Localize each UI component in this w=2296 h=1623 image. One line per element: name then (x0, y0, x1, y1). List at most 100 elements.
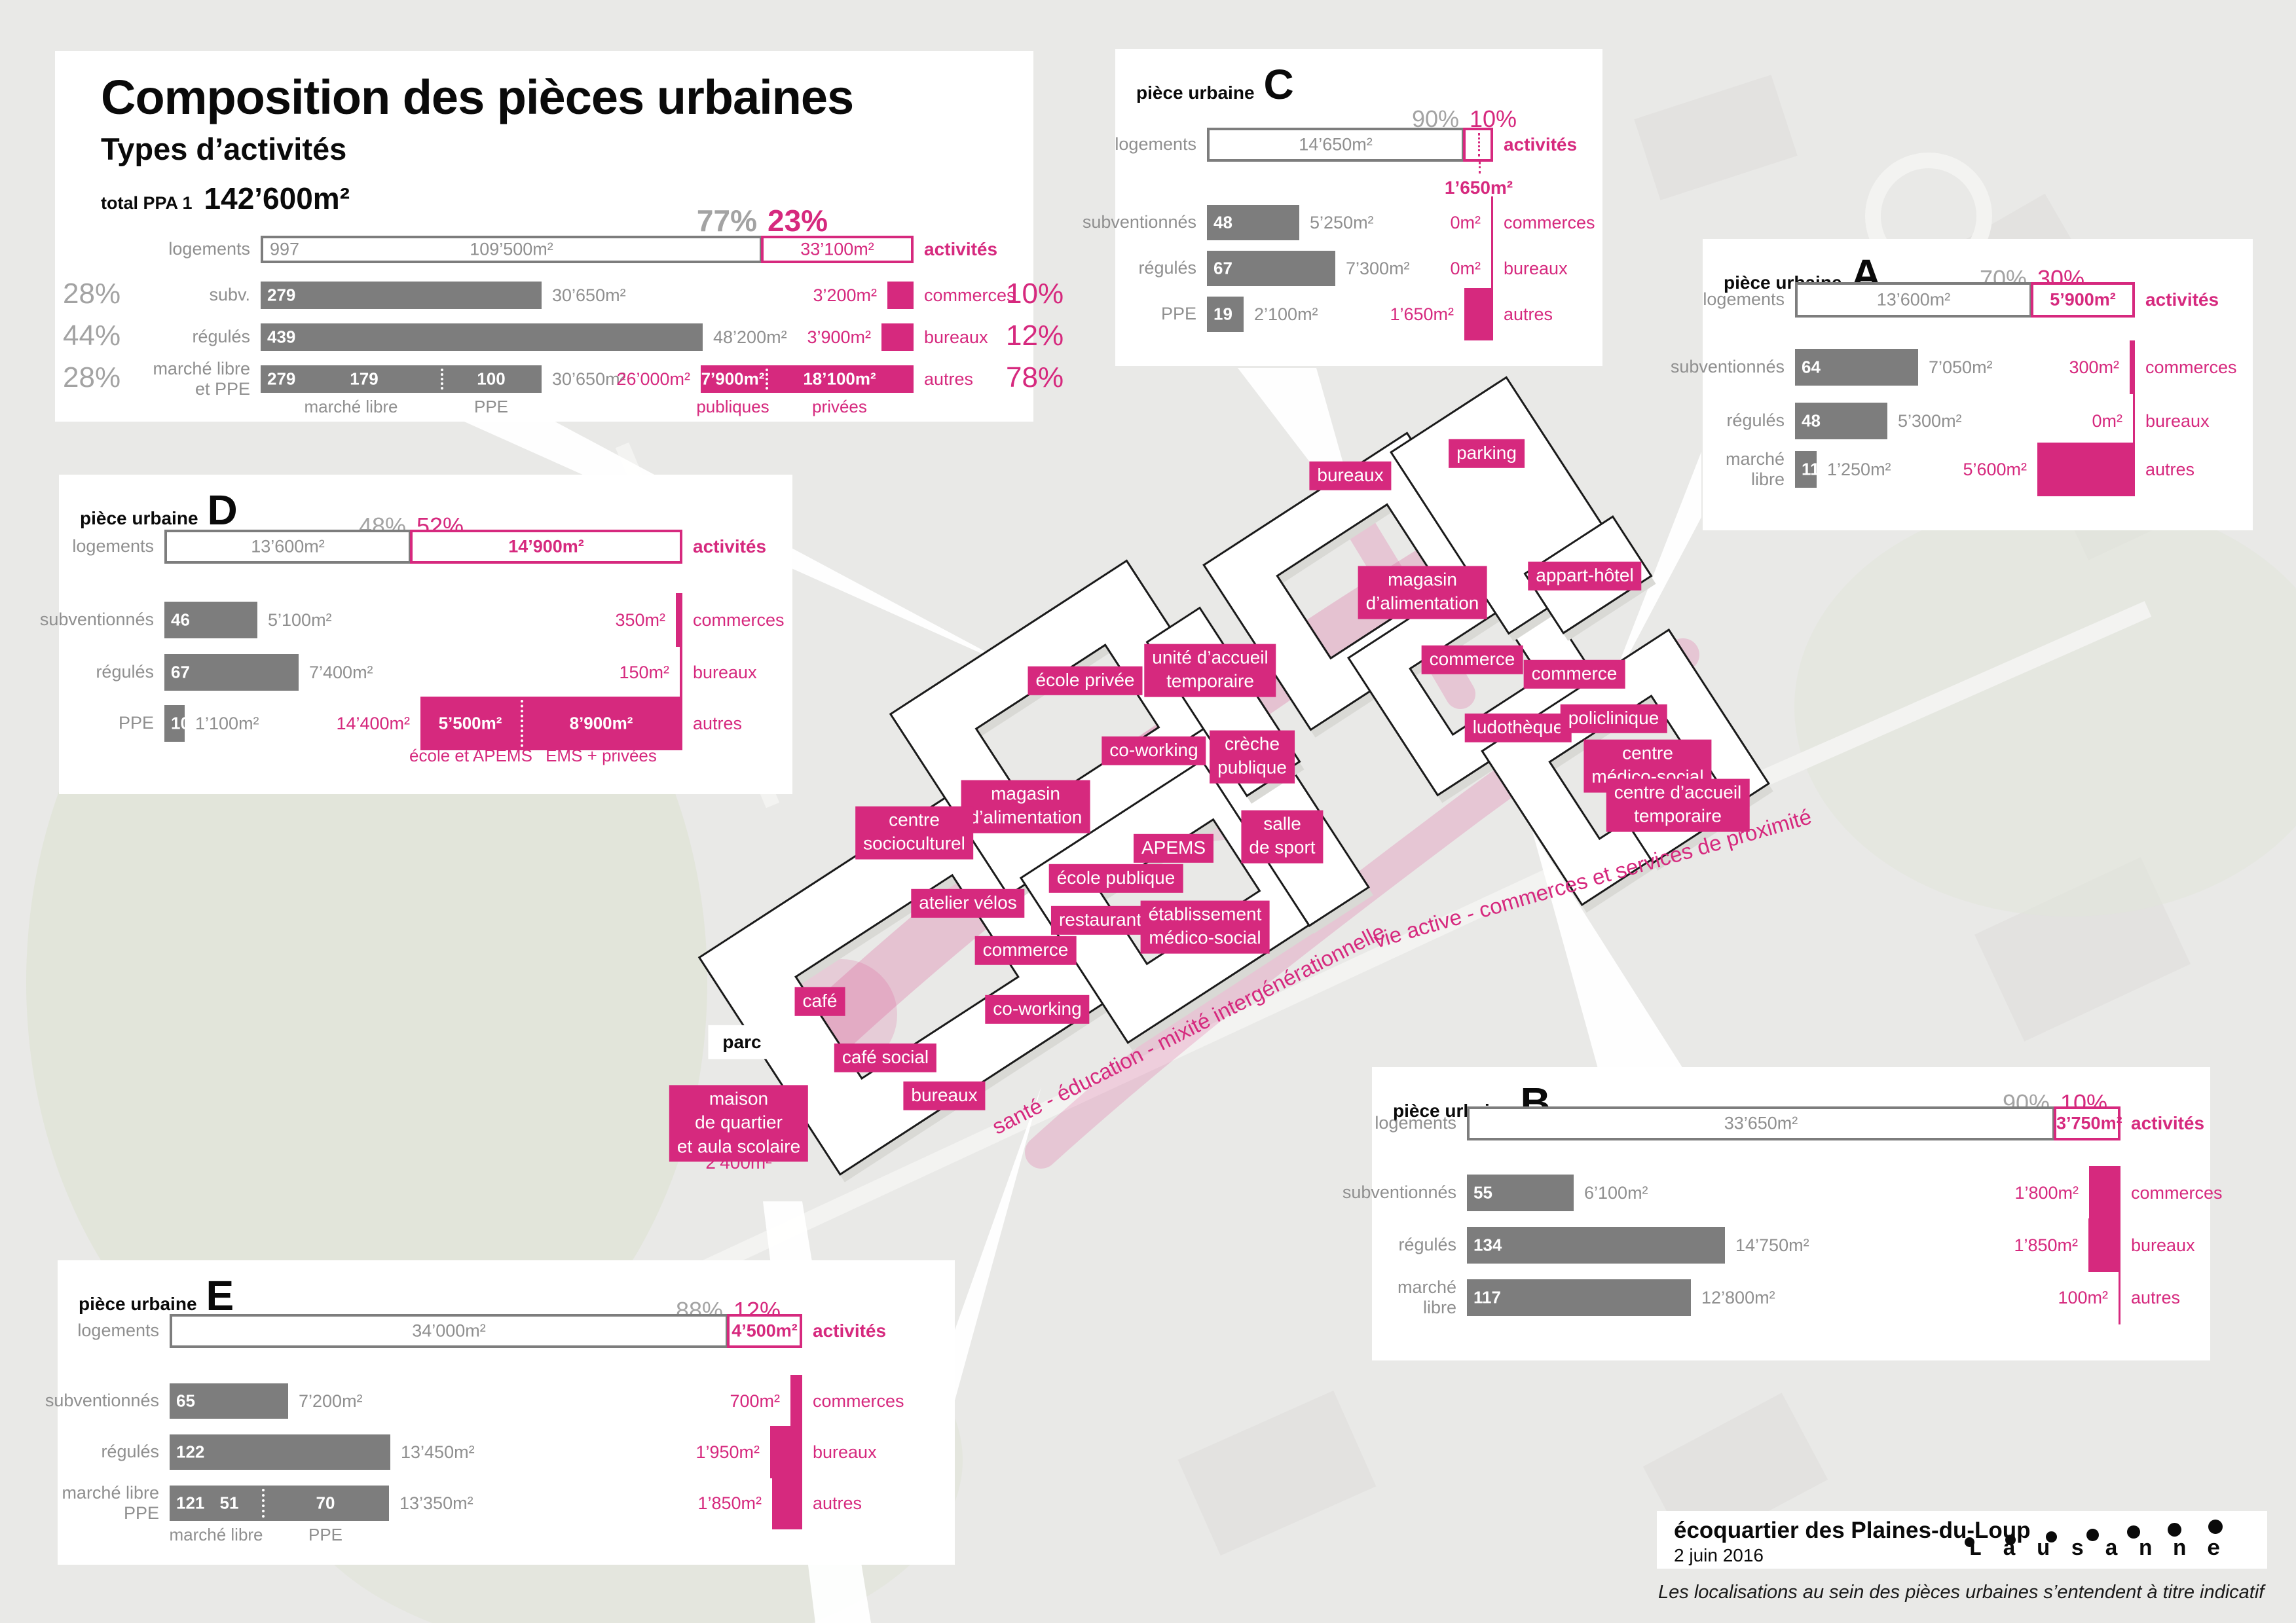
bar-activites: 14’900m² (410, 530, 682, 564)
panel-letter: E (206, 1272, 234, 1319)
bar-row-grey: 67 (164, 654, 299, 691)
segment-sublabel: PPE (308, 1525, 343, 1544)
row-count: 48 (1213, 212, 1232, 232)
right-label: commerces (813, 1391, 904, 1411)
aerial-block (1634, 75, 1798, 200)
bar-row-pink (790, 1375, 802, 1427)
row-percent: 28% (63, 361, 121, 393)
row-area-value: 30’650m² (552, 285, 626, 305)
bar-row-grey: 117 (1467, 1279, 1691, 1316)
pink-segment-value: 8’900m² (569, 713, 633, 733)
map-label: atelier vélos (911, 888, 1025, 919)
logo-dot (2086, 1529, 2099, 1541)
row-area-value: 7’400m² (309, 662, 373, 682)
percent-logements: 77% (696, 204, 757, 238)
map-label: salle de sport (1241, 810, 1324, 864)
right-area-value: 0m² (1450, 212, 1481, 232)
segment-count: 70 (316, 1493, 335, 1513)
logements-area-value: 34’000m² (412, 1321, 486, 1341)
activites-area-value: 3’750m² (2056, 1113, 2122, 1133)
right-label: commerces (2131, 1182, 2223, 1203)
right-area-value: 150m² (619, 662, 669, 682)
right-label: autres (2131, 1287, 2181, 1307)
row-count: 64 (1802, 357, 1821, 377)
row-area-value: 2’100m² (1254, 304, 1318, 324)
right-area-value: 3’900m² (807, 327, 871, 347)
footer-note: Les localisations au sein des pièces urb… (1658, 1582, 2265, 1603)
activites-label: activités (2145, 289, 2219, 310)
segment-sublabel: marché libre (304, 397, 398, 416)
row-area-value: 7’300m² (1346, 258, 1410, 278)
bar-activites: 33’100m² (761, 236, 914, 263)
logements-area-value: 109’500m² (470, 239, 553, 259)
logo-letter: a (2105, 1537, 2119, 1562)
segment-divider-dotted (521, 700, 523, 747)
map-label: commerce (974, 936, 1077, 966)
right-area-value: 300m² (2069, 357, 2119, 377)
row-area-value: 13’450m² (401, 1442, 475, 1462)
bar-row-grey: 122 (170, 1434, 390, 1470)
map-label: bureaux (1309, 461, 1392, 491)
panel-header-label: pièce urbaine (80, 508, 198, 528)
row-count: 121 (176, 1493, 205, 1513)
row-label: subv. (209, 285, 250, 305)
row-count: 439 (267, 327, 296, 347)
row-area-value: 30’650m² (552, 369, 626, 389)
row-percent: 44% (63, 319, 121, 352)
aerial-block (1177, 1391, 1377, 1556)
bar-row-grey: 134 (1467, 1227, 1725, 1264)
row-count: 46 (171, 610, 190, 630)
bar-row-grey: 439 (261, 323, 703, 351)
row-count: 122 (176, 1442, 205, 1462)
logo-letter: n (2173, 1537, 2187, 1562)
bar-row-pink (2037, 443, 2135, 496)
segment-sublabel: marché libre (169, 1525, 263, 1544)
pink-segment-sublabel: privées (812, 397, 867, 416)
logo-dot (2005, 1535, 2016, 1545)
row-area-value: 14’750m² (1735, 1235, 1809, 1255)
row-label: régulés (96, 662, 154, 682)
row-area-value: 7’050m² (1929, 357, 1993, 377)
row-count: 279 (267, 285, 296, 305)
panel-total: Composition des pièces urbaines Types d’… (55, 51, 1064, 422)
row-area-value: 1’100m² (195, 713, 259, 733)
bar-row-grey: 64 (1795, 349, 1918, 386)
bar-row-grey: 10 (164, 705, 190, 742)
bar-row-grey: 279 (261, 282, 542, 309)
segment-divider-dotted (262, 1489, 265, 1518)
logo-letter: u (2037, 1537, 2050, 1562)
logements-label: logements (168, 239, 250, 259)
row-count: 67 (171, 662, 190, 682)
right-area-value: 1’950m² (695, 1442, 760, 1462)
activites-area-value: 14’900m² (508, 536, 584, 556)
bar-logements: 34’000m² (170, 1314, 728, 1348)
row-area-value: 5’300m² (1898, 410, 1962, 431)
row-label: marché libre et PPE (153, 358, 250, 399)
right-area-value: 1’850m² (697, 1493, 762, 1513)
map-label: APEMS (1133, 833, 1214, 864)
bar-row-pink (2089, 1166, 2120, 1220)
bar-row-grey: 55 (1467, 1175, 1574, 1211)
bar-row-grey: 48 (1207, 205, 1299, 240)
right-label: bureaux (693, 662, 757, 682)
bar-activites: 5’900m² (2031, 282, 2135, 318)
row-label: subventionnés (1082, 212, 1196, 232)
bar-row-grey: 46 (164, 602, 257, 638)
row-label: subventionnés (45, 1391, 159, 1411)
activites-area-value: 33’100m² (800, 239, 874, 259)
panel-header: pièce urbaine D (80, 489, 238, 531)
row-area-value: 13’350m² (399, 1493, 473, 1513)
logo-dot (2127, 1525, 2140, 1539)
logo-dot (1965, 1537, 1974, 1547)
right-label: commerces (924, 285, 1016, 305)
bar-row-pink (2119, 1271, 2120, 1324)
row-area-value: 5’100m² (268, 610, 332, 630)
